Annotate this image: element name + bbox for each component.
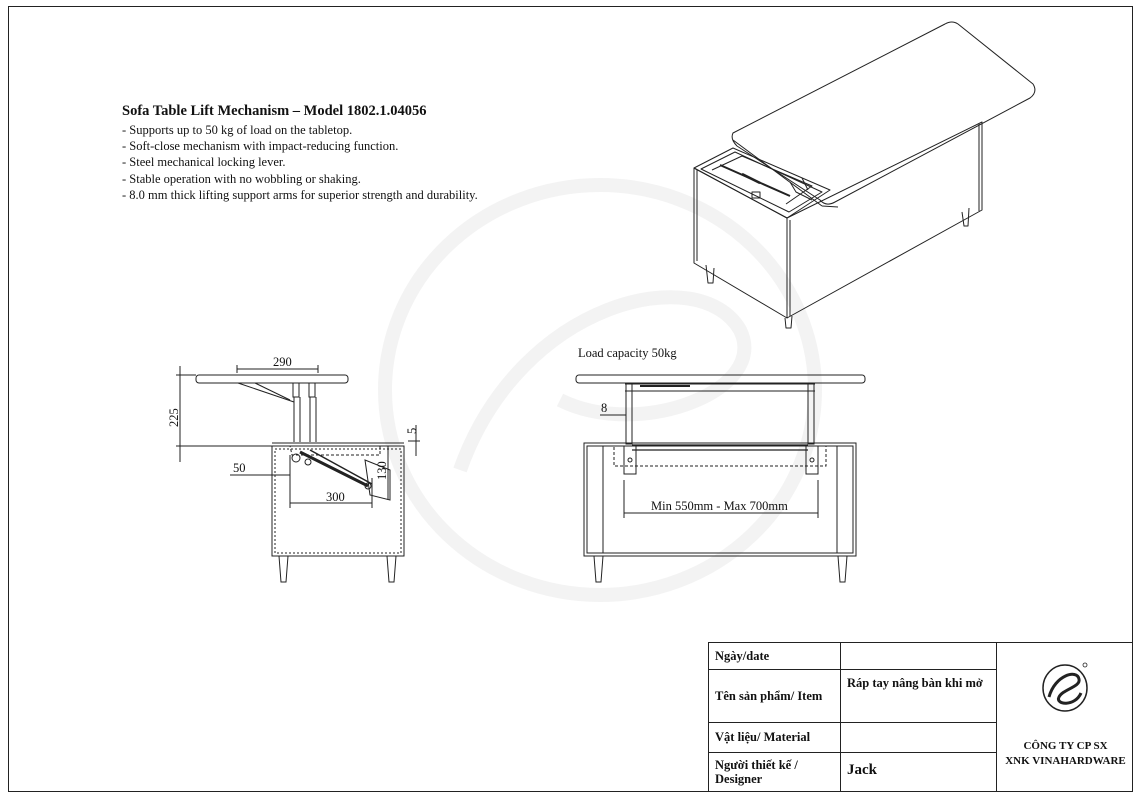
material-value	[840, 722, 997, 753]
leg	[278, 555, 289, 583]
leg	[784, 315, 793, 329]
front-cabinet	[583, 442, 857, 557]
company-logo-icon	[1042, 662, 1088, 712]
dim-300-text: 300	[326, 490, 345, 504]
watermark-logo	[378, 178, 822, 602]
front-tabletop	[575, 374, 866, 384]
title-block: Ngày/date Tên sản phẩm/ Item Ráp tay nân…	[708, 642, 1133, 792]
isometric-view	[693, 21, 1036, 329]
load-capacity-text: Load capacity 50kg	[578, 346, 677, 360]
date-value	[840, 642, 997, 670]
product-value: Ráp tay nâng bàn khi mở	[840, 669, 997, 723]
side-tabletop	[195, 374, 349, 384]
folded-mechanism	[289, 445, 381, 456]
lifted-tabletop	[731, 21, 1036, 205]
feature-item: Supports up to 50 kg of load on the tabl…	[122, 122, 582, 138]
material-label: Vật liệu/ Material	[708, 722, 841, 753]
dim-290-text: 290	[273, 355, 292, 369]
spec-block: Sofa Table Lift Mechanism – Model 1802.1…	[122, 103, 582, 203]
drawing-frame	[8, 6, 1133, 792]
dim-50-text: 50	[233, 461, 246, 475]
dim-8-text: 8	[601, 401, 607, 415]
leg	[593, 555, 604, 583]
leg	[386, 555, 397, 583]
company-name-line2: XNK VINAHARDWARE	[1005, 755, 1126, 767]
dim-225-text: 225	[167, 408, 181, 427]
feature-list: Supports up to 50 kg of load on the tabl…	[122, 122, 582, 203]
leg	[837, 555, 848, 583]
feature-item: Steel mechanical locking lever.	[122, 154, 582, 170]
dim-5-text: 5	[405, 428, 419, 434]
company-name-line1: CÔNG TY CP SX	[1023, 740, 1108, 752]
date-label: Ngày/date	[708, 642, 841, 670]
leg	[961, 207, 970, 227]
side-view	[176, 365, 420, 583]
feature-item: 8.0 mm thick lifting support arms for su…	[122, 187, 582, 203]
leg	[705, 264, 715, 284]
designer-value: Jack	[840, 752, 997, 792]
feature-item: Soft-close mechanism with impact-reducin…	[122, 138, 582, 154]
spec-title: Sofa Table Lift Mechanism – Model 1802.1…	[122, 103, 427, 119]
company-name: CÔNG TY CP SX XNK VINAHARDWARE	[997, 739, 1134, 769]
front-view	[575, 374, 866, 583]
feature-item: Stable operation with no wobbling or sha…	[122, 171, 582, 187]
company-cell: CÔNG TY CP SX XNK VINAHARDWARE	[996, 642, 1133, 792]
dim-span-text: Min 550mm - Max 700mm	[651, 499, 788, 513]
dim-130-text: 130	[375, 461, 389, 480]
product-label: Tên sản phẩm/ Item	[708, 669, 841, 723]
cabinet-side-face	[786, 121, 983, 319]
designer-label: Người thiết kế / Designer	[708, 752, 841, 792]
